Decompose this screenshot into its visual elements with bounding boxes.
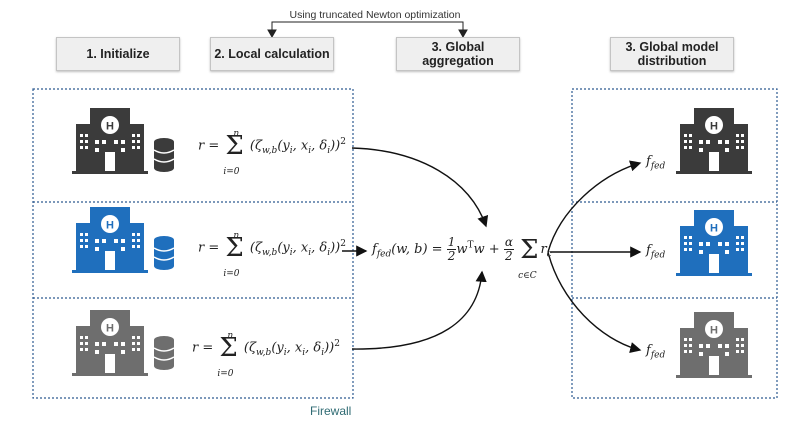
hospital-icon [72, 310, 148, 376]
flow-arrows [342, 147, 642, 354]
database-icon [153, 137, 175, 173]
hospital-icon [676, 210, 752, 276]
optimization-note: Using truncated Newton optimization [289, 9, 461, 21]
header-initialize: 1. Initialize [56, 37, 180, 71]
header-local-calculation: 2. Local calculation [210, 37, 334, 71]
hospital-icon [72, 207, 148, 273]
database-icon [153, 335, 175, 371]
hospital-icon [72, 108, 148, 174]
header-global-aggregation: 3. Global aggregation [396, 37, 520, 71]
header-global-distribution: 3. Global model distribution [610, 37, 734, 71]
local-sites-box [32, 88, 354, 399]
hospital-icon [676, 312, 752, 378]
optimization-bracket [267, 21, 468, 39]
hospital-icon [676, 108, 752, 174]
database-icon [153, 235, 175, 271]
fed-model-label: ffed [646, 243, 666, 261]
fed-model-label: ffed [646, 343, 666, 361]
firewall-label: Firewall [310, 404, 352, 418]
fed-model-label: ffed [646, 154, 666, 172]
distribution-box [571, 88, 778, 399]
